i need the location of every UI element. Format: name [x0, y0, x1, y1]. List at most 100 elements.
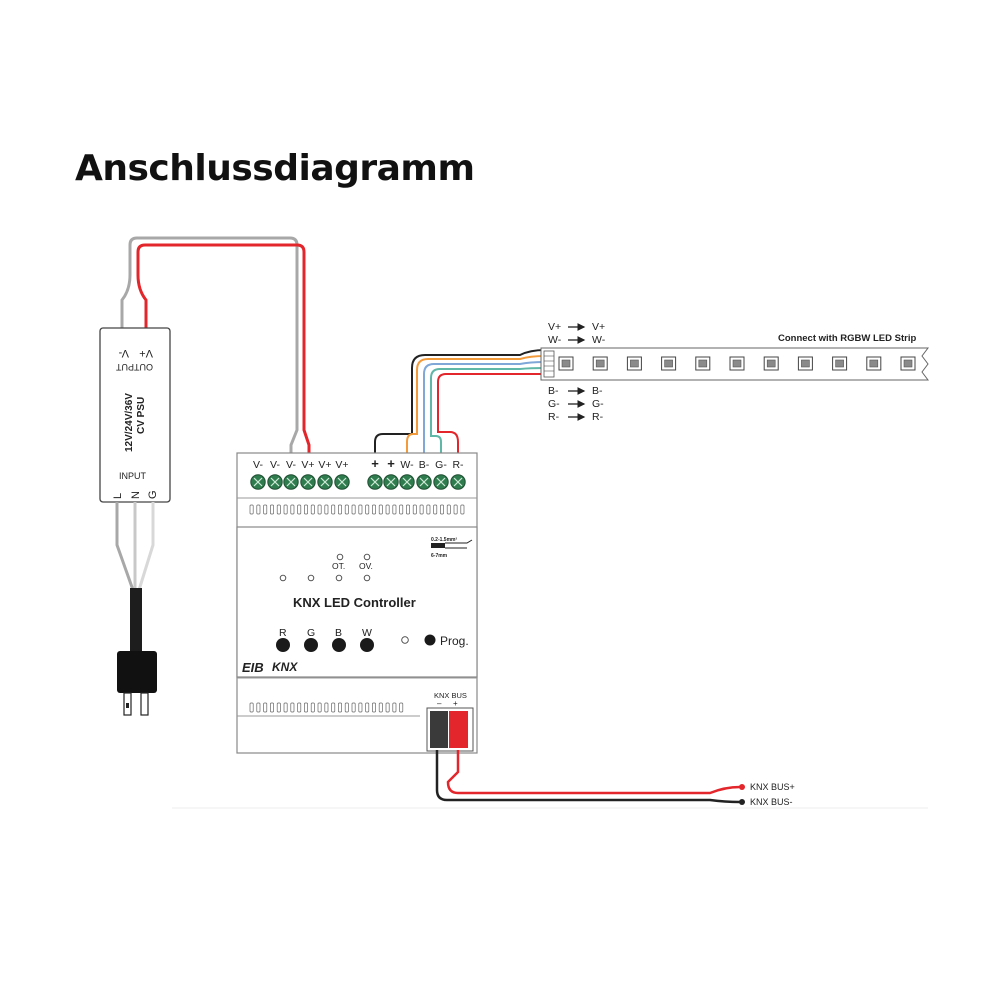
vent-ridge — [249, 504, 254, 515]
vent-ridge — [446, 504, 451, 515]
button-b[interactable] — [332, 638, 346, 652]
button-g[interactable] — [304, 638, 318, 652]
vent-ridge — [351, 702, 356, 713]
led-chips — [558, 356, 916, 371]
bottom-map-to-2: G- — [592, 398, 604, 410]
prog-button[interactable] — [424, 634, 436, 646]
vent-ridge — [378, 702, 383, 713]
knx-logo: KNX — [272, 660, 298, 674]
vent-ridge — [358, 504, 363, 515]
channel-led-r — [279, 574, 287, 582]
wire-plus — [374, 349, 546, 462]
vent-ridge — [372, 702, 376, 713]
bus-connector-minus[interactable] — [430, 711, 448, 748]
vent-ridge — [297, 504, 302, 515]
terminal-label-7: + — [371, 456, 379, 471]
strip-title: Connect with RGBW LED Strip — [778, 333, 916, 344]
prog-label: Prog. — [440, 634, 469, 648]
vent-ridge — [256, 504, 261, 515]
psu-input-label: INPUT — [119, 471, 147, 481]
vent-ridge — [331, 504, 336, 515]
vent-ridge — [249, 702, 254, 713]
vent-ridge — [263, 504, 268, 515]
knx-controller: V-V-V-V+V+V+++W-B-G-R- 0.2-1.5mm² 6-7mm … — [236, 452, 478, 754]
strip-solder-pads — [543, 350, 555, 378]
psu-v-plus: V+ — [139, 347, 153, 359]
wire-spec-icon: 0.2-1.5mm² 6-7mm — [431, 537, 473, 559]
front-panel — [236, 526, 478, 678]
ot-label: OT. — [332, 561, 345, 571]
vent-ridge — [263, 702, 268, 713]
terminal-label-12: R- — [452, 459, 464, 471]
bus-minus-label: – — [437, 699, 442, 708]
vent-ridge — [317, 504, 322, 515]
wire-spec-2: 6-7mm — [431, 553, 448, 559]
plug-pin-right — [140, 692, 149, 716]
page-title: Anschlussdiagramm — [75, 148, 475, 189]
vent-ridge — [412, 504, 417, 515]
button-b-label: B — [335, 627, 342, 639]
vent-ridge — [324, 702, 329, 713]
terminal-label-3: V- — [286, 459, 296, 471]
psu-voltage: 12V/24V/36V — [124, 393, 135, 452]
psu-n: N — [130, 491, 142, 499]
psu-output-label: OUTPUT — [116, 362, 154, 372]
vent-ridge — [385, 702, 390, 713]
vent-ridge — [399, 702, 404, 713]
vent-ridge — [433, 504, 438, 515]
button-r[interactable] — [276, 638, 290, 652]
bus-minus-text: KNX BUS- — [750, 797, 793, 807]
button-w-label: W — [362, 627, 372, 639]
vent-ridge — [270, 504, 274, 515]
button-w[interactable] — [360, 638, 374, 652]
top-map-from-2: W- — [548, 334, 562, 346]
vent-ridge — [310, 504, 315, 515]
vent-ridge — [426, 504, 431, 515]
bottom-map-from-1: B- — [548, 385, 559, 397]
terminal-label-6: V+ — [335, 459, 348, 471]
vent-ridge — [351, 504, 356, 515]
vent-ridge — [310, 702, 315, 713]
top-map-from-1: V+ — [548, 321, 561, 333]
psu: V- V+ OUTPUT 12V/24V/36V CV PSU INPUT L … — [99, 327, 171, 503]
bus-minus-wire — [435, 750, 741, 804]
vent-ridge — [270, 702, 274, 713]
vent-ridge — [344, 702, 349, 713]
vent-ridge — [406, 504, 410, 515]
strip-top-map: V+ V+ W- W- — [548, 321, 606, 346]
vent-ridge — [283, 504, 288, 515]
channel-led-w — [363, 574, 371, 582]
ot-led — [336, 553, 344, 561]
bus-connector-plus[interactable] — [449, 711, 468, 748]
vent-ridge — [453, 504, 458, 515]
psu-l: L — [112, 493, 124, 499]
vent-ridge — [338, 504, 342, 515]
wire-w-minus — [406, 355, 546, 462]
vent-ridge — [378, 504, 383, 515]
vent-ridge — [358, 702, 363, 713]
controller-name: KNX LED Controller — [293, 595, 416, 610]
wire-spec-1: 0.2-1.5mm² — [431, 537, 457, 543]
mains-cable — [115, 502, 157, 716]
vent-ridge — [460, 504, 465, 515]
vent-ridge — [297, 702, 302, 713]
vent-ridge — [338, 702, 342, 713]
channel-led-b — [335, 574, 343, 582]
vent-ridge — [399, 504, 404, 515]
mains-plug — [117, 651, 157, 693]
psu-v-minus-wire — [120, 236, 299, 462]
bottom-map-to-3: R- — [592, 411, 604, 423]
vent-ridge — [304, 702, 308, 713]
bus-label: KNX BUS — [434, 691, 467, 700]
vent-ridge — [385, 504, 390, 515]
bus-plus-text: KNX BUS+ — [750, 782, 795, 792]
strip-bottom-map: B- B- G- G- R- R- — [548, 385, 604, 423]
terminal-label-8: + — [387, 456, 395, 471]
vent-ridge — [365, 702, 370, 713]
ov-led — [363, 553, 371, 561]
vent-ridge — [392, 504, 397, 515]
vent-ridge — [365, 504, 370, 515]
bus-plus-wire — [446, 750, 741, 795]
terminal-label-10: B- — [419, 459, 430, 471]
vent-ridge — [304, 504, 308, 515]
